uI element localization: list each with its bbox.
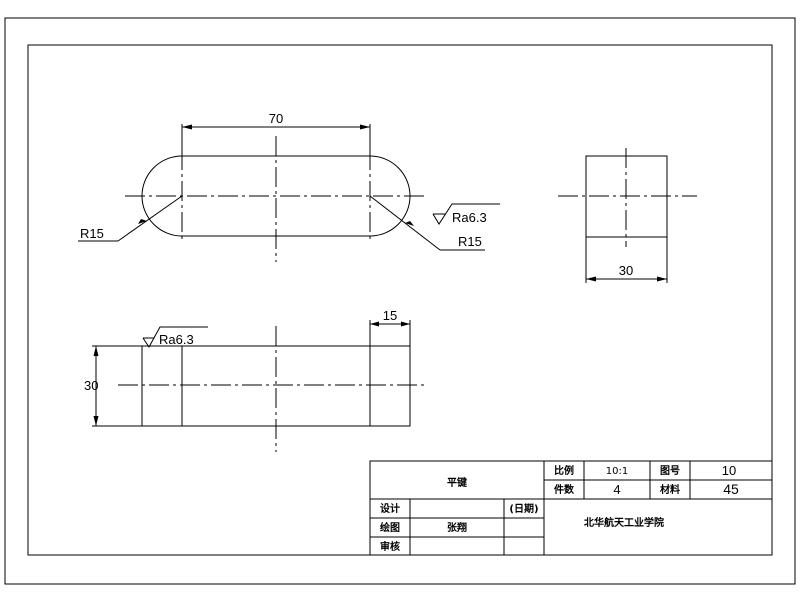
radius-arrow-left bbox=[138, 219, 147, 224]
top-view: 70 R15 R15 Ra6.3 bbox=[78, 111, 500, 262]
outer-border bbox=[4, 17, 796, 585]
reviewer-label: 审核 bbox=[380, 540, 400, 553]
designer-label: 设计 bbox=[380, 502, 400, 515]
drafter-label: 绘图 bbox=[380, 521, 400, 534]
quantity-label: 件数 bbox=[554, 483, 575, 496]
end-width-text: 15 bbox=[383, 308, 397, 323]
material-label: 材料 bbox=[660, 483, 680, 496]
side-view: 30 bbox=[558, 148, 697, 283]
dimension-arrows bbox=[370, 321, 410, 327]
date-label: (日期) bbox=[509, 502, 538, 515]
scale-label: 比例 bbox=[554, 464, 574, 477]
part-name: 平键 bbox=[447, 476, 468, 489]
radius-leader-left bbox=[117, 195, 183, 242]
surface-finish-front-text: Ra6.3 bbox=[159, 332, 194, 347]
drawing-no-value: 10 bbox=[722, 463, 736, 478]
side-width-text: 30 bbox=[619, 263, 633, 278]
surface-finish-icon bbox=[142, 326, 208, 348]
quantity-value: 4 bbox=[613, 482, 620, 497]
inner-frame bbox=[27, 44, 773, 556]
radius-arrow-right bbox=[405, 221, 414, 226]
surface-finish-top-text: Ra6.3 bbox=[452, 210, 487, 225]
material-value: 45 bbox=[723, 481, 739, 497]
institution-name: 北华航天工业学院 bbox=[584, 516, 664, 529]
length-dimension-text: 70 bbox=[269, 111, 283, 126]
radius-right-text: R15 bbox=[458, 234, 482, 249]
drawing-no-label: 图号 bbox=[660, 465, 680, 477]
height-dimension-text: 30 bbox=[84, 378, 98, 393]
title-block-border bbox=[369, 460, 773, 556]
dimension-arrows bbox=[586, 276, 667, 282]
radius-left-text: R15 bbox=[80, 226, 104, 241]
title-block: 平键 比例 10:1 图号 10 件数 4 材料 45 设计 绘图 张翔 审核 … bbox=[369, 460, 773, 556]
dimension-arrows bbox=[93, 346, 99, 426]
drafter-name: 张翔 bbox=[447, 521, 467, 534]
front-view: 30 15 Ra6.3 bbox=[84, 308, 428, 452]
surface-finish-icon bbox=[432, 203, 500, 225]
scale-value: 10:1 bbox=[606, 466, 628, 477]
